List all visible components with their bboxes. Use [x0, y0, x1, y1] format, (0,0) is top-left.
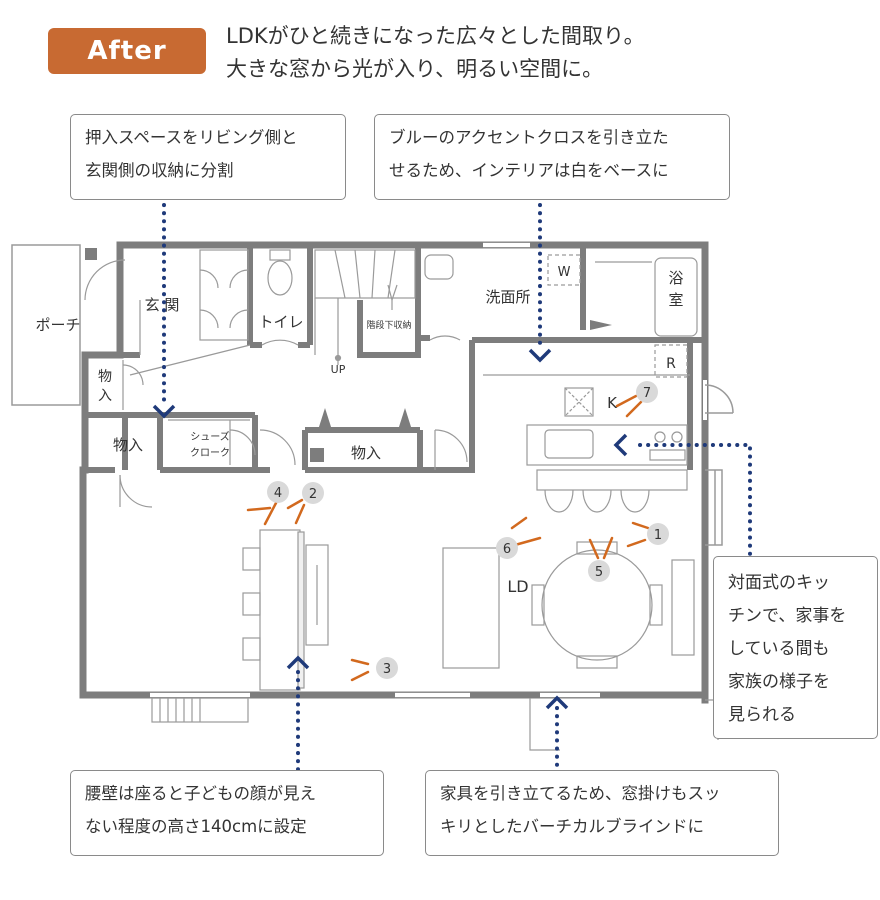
- label-toilet: トイレ: [258, 313, 303, 331]
- interior-walls: [83, 248, 705, 473]
- photo-label-3: 3: [383, 662, 391, 677]
- photo-rays: [246, 394, 650, 682]
- photo-marker-7: [636, 381, 658, 403]
- photo-marker-3: [376, 657, 398, 679]
- label-stair-storage: 階段下収納: [366, 319, 411, 331]
- label-storage-small-1: 物: [98, 369, 112, 385]
- label-bath-2: 室: [668, 291, 683, 309]
- note-waist-wall: 腰壁は座ると子どもの顔が見え ない程度の高さ140cmに設定: [70, 770, 384, 856]
- leader-arrows: [152, 348, 628, 710]
- toilet-fixture: [261, 249, 299, 346]
- photo-label-2: 2: [309, 487, 317, 502]
- label-storage-small-2: 入: [98, 388, 112, 404]
- label-kitchen: K: [607, 394, 618, 412]
- photo-marker-labels: 1 2 3 4 5 6 7: [274, 386, 662, 677]
- note-blind-line-2: キリとしたバーチカルブラインドに: [440, 817, 704, 836]
- label-entrance: 玄 関: [145, 296, 180, 314]
- label-washer: W: [558, 265, 571, 280]
- right-bay: [704, 384, 734, 546]
- storage-fixtures: [119, 360, 468, 508]
- ld-furniture: [242, 529, 695, 691]
- after-badge: After: [48, 28, 206, 74]
- note-kitchen-line-5: 見られる: [728, 705, 796, 725]
- note-accent-cross: ブルーのアクセントクロスを引き立た せるため、インテリアは白をベースに: [374, 114, 730, 200]
- photo-marker-4: [267, 481, 289, 503]
- arrow-kitchen: [613, 433, 628, 457]
- photo-marker-5: [588, 560, 610, 582]
- deck: [151, 697, 719, 751]
- headline-line-2: 大きな窓から光が入り、明るい空間に。: [226, 57, 604, 81]
- label-up: UP: [331, 363, 346, 376]
- label-storage-1: 物入: [113, 436, 143, 454]
- note-kitchen-line-2: チンで、家事を: [728, 606, 847, 626]
- porch-outline: [11, 244, 81, 406]
- washroom-fixtures: [424, 254, 612, 341]
- photo-label-4: 4: [274, 486, 282, 501]
- label-bath-1: 浴: [668, 269, 683, 287]
- label-porch: ポーチ: [35, 316, 80, 334]
- note-storage-line-2: 玄関側の収納に分割: [85, 161, 234, 180]
- photo-marker-6: [496, 537, 518, 559]
- headline-line-1: LDKがひと続きになった広々とした間取り。: [226, 24, 645, 48]
- photo-markers: [267, 381, 669, 679]
- photo-label-6: 6: [503, 542, 511, 557]
- arrow-wall: [286, 655, 310, 670]
- arrow-blind: [545, 695, 569, 710]
- arrow-cross: [528, 348, 552, 363]
- note-kitchen: 対面式のキッ チンで、家事を している間も 家族の様子を 見られる: [713, 556, 878, 739]
- label-washroom: 洗面所: [485, 288, 530, 306]
- note-blind-line-1: 家具を引き立てるため、窓掛けもスッ: [440, 784, 721, 803]
- photo-marker-1: [647, 523, 669, 545]
- photo-marker-2: [302, 482, 324, 504]
- entrance-step: [129, 344, 251, 376]
- photo-label-5: 5: [595, 565, 603, 580]
- note-wall-line-1: 腰壁は座ると子どもの顔が見え: [85, 784, 316, 803]
- entrance-closet: [84, 248, 249, 341]
- note-cross-line-1: ブルーのアクセントクロスを引き立た: [389, 128, 669, 147]
- note-kitchen-line-4: 家族の様子を: [728, 672, 830, 692]
- photo-label-1: 1: [654, 528, 662, 543]
- label-fridge: R: [666, 356, 676, 372]
- note-cross-line-2: せるため、インテリアは白をベースに: [389, 161, 669, 180]
- stairs: [314, 249, 416, 365]
- note-storage-line-1: 押入スペースをリビング側と: [85, 128, 298, 147]
- bath: [595, 257, 698, 337]
- note-kitchen-line-1: 対面式のキッ: [728, 573, 830, 593]
- note-kitchen-line-3: している間も: [728, 639, 830, 659]
- label-ld: LD: [507, 577, 528, 596]
- kitchen-fixtures: [483, 344, 690, 513]
- photo-label-7: 7: [643, 386, 651, 401]
- leader-lines: [162, 203, 752, 772]
- label-shoes-1: シューズ: [190, 430, 230, 443]
- headline: LDKがひと続きになった広々とした間取り。 大きな窓から光が入り、明るい空間に。: [226, 20, 645, 86]
- arrow-storage: [152, 404, 176, 419]
- note-storage-split: 押入スペースをリビング側と 玄関側の収納に分割: [70, 114, 346, 200]
- note-vertical-blind: 家具を引き立てるため、窓掛けもスッ キリとしたバーチカルブラインドに: [425, 770, 779, 856]
- note-wall-line-2: ない程度の高さ140cmに設定: [85, 817, 307, 836]
- label-shoes-2: クローク: [190, 447, 230, 459]
- label-storage-2: 物入: [351, 444, 381, 462]
